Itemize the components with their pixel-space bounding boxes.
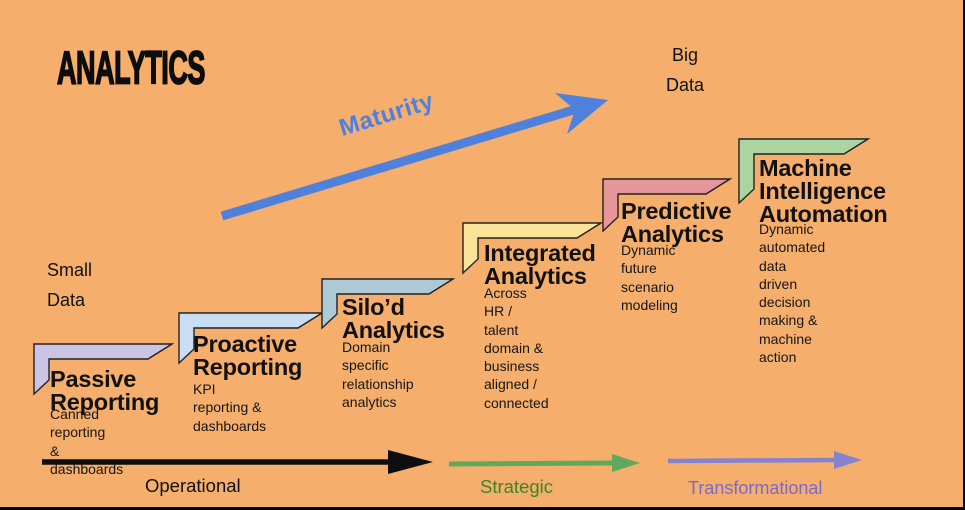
step-description: Canned reporting & dashboards [50, 406, 124, 477]
strategic-arrow-shaft [448, 460, 615, 467]
step-bracket-icon [738, 138, 870, 205]
step-bracket-icon [462, 222, 603, 275]
transformational-arrow-shaft [667, 457, 837, 464]
step-description: Dynamic future scenario modeling [621, 242, 678, 313]
strategic-arrow-head-icon [612, 454, 640, 472]
step-bracket-icon [602, 178, 732, 233]
transformational-label: Transformational [688, 478, 823, 498]
big-data-label: Big Data [665, 45, 705, 95]
operational-label: Operational [145, 475, 241, 496]
strategic-label: Strategic [480, 476, 554, 497]
step-title: Proactive Reporting [193, 331, 303, 380]
small-data-label: Small Data [47, 260, 93, 310]
step-title: Predictive Analytics [621, 198, 732, 247]
step-description: Across HR / talent domain & business ali… [484, 285, 549, 411]
diagram-title: ANALYTICS [56, 43, 206, 95]
step-title: Machine Intelligence Automation [759, 155, 888, 227]
step-bracket-icon [33, 343, 174, 396]
step-title: Passive Reporting [50, 366, 160, 415]
maturity-arrow-label: Maturity [336, 87, 437, 142]
maturity-arrow-head-icon [555, 93, 608, 134]
operational-arrow-head-icon [388, 450, 433, 474]
step-description: Dynamic automated data driven decision m… [759, 221, 826, 366]
step-bracket-icon [321, 278, 455, 330]
step-description: Domain specific relationship analytics [342, 339, 414, 410]
step-title: Silo’d Analytics [342, 294, 445, 343]
step-title: Integrated Analytics [484, 240, 596, 289]
step-description: KPI reporting & dashboards [193, 381, 267, 434]
transformational-arrow-head-icon [834, 451, 862, 469]
